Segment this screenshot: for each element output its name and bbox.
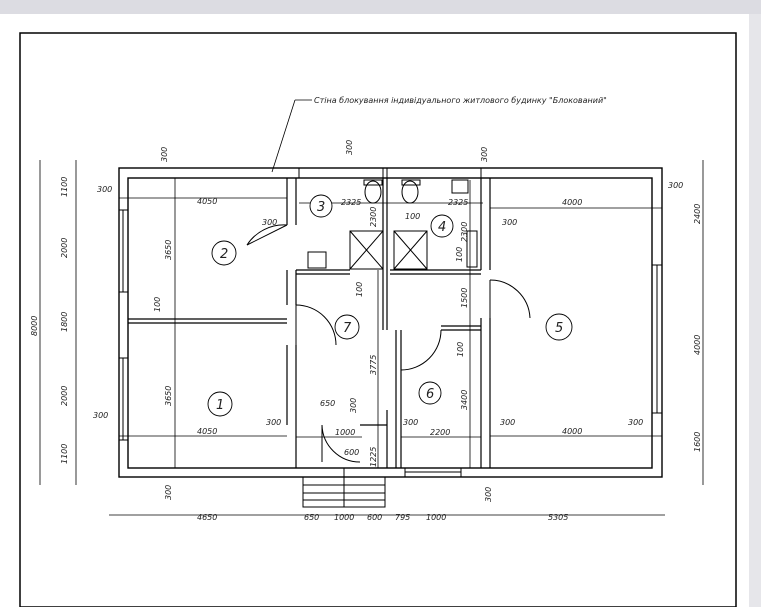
dim-bottom-300-b: 300	[484, 487, 493, 502]
dim-side-300-f: 300	[266, 418, 281, 427]
dim-3400: 3400	[460, 390, 469, 410]
room-2-marker	[211, 240, 237, 266]
dim-side-300-g: 300	[403, 418, 418, 427]
dim-2300-b: 2300	[460, 222, 469, 242]
dim-bottom-600: 600	[367, 513, 382, 522]
dim-300-mid: 300	[349, 398, 358, 413]
windows	[118, 167, 663, 478]
room-number-5: 5	[555, 321, 563, 336]
room-1-marker	[207, 391, 233, 417]
dim-4000-top: 4000	[562, 198, 582, 207]
dim-1225: 1225	[369, 447, 378, 467]
dim-left-8000: 8000	[30, 316, 39, 336]
dim-top-300-a: 300	[160, 147, 169, 162]
dim-3650-b: 3650	[164, 386, 173, 406]
dim-left-1100-top: 1100	[60, 177, 69, 197]
dim-100-wc: 100	[405, 212, 420, 221]
dim-side-300-b: 300	[262, 218, 277, 227]
dim-left-1800: 1800	[60, 312, 69, 332]
room-number-2: 2	[220, 247, 228, 262]
dim-bottom-650: 650	[304, 513, 319, 522]
sheet-border	[19, 32, 737, 607]
dim-2325-a: 2325	[341, 198, 361, 207]
dim-650-step: 650	[320, 399, 335, 408]
dim-2300-a: 2300	[369, 207, 378, 227]
dim-bottom-4650: 4650	[197, 513, 217, 522]
dim-side-300-e: 300	[93, 411, 108, 420]
dim-100-c: 100	[355, 282, 364, 297]
dim-right-2400: 2400	[693, 204, 702, 224]
dim-left-2000-b: 2000	[60, 386, 69, 406]
dim-bottom-300-a: 300	[164, 485, 173, 500]
dim-bottom-1000-a: 1000	[334, 513, 354, 522]
dim-1000-door: 1000	[335, 428, 355, 437]
dim-600-step: 600	[344, 448, 359, 457]
bathroom-fixtures	[307, 179, 478, 270]
dim-top-300-b: 300	[345, 140, 354, 155]
room-3-marker	[309, 194, 333, 218]
dim-left-1100-bottom: 1100	[60, 444, 69, 464]
dim-2200: 2200	[430, 428, 450, 437]
room-number-4: 4	[438, 220, 446, 235]
room-markers	[207, 194, 573, 417]
room-4-marker	[430, 214, 454, 238]
room-number-6: 6	[426, 387, 434, 402]
dim-side-300-a: 300	[97, 185, 112, 194]
dim-3775: 3775	[369, 355, 378, 375]
dim-4000-bottom: 4000	[562, 427, 582, 436]
dim-side-300-c: 300	[502, 218, 517, 227]
dim-right-4000: 4000	[693, 335, 702, 355]
window-top-bar	[0, 0, 761, 14]
dim-side-300-h: 300	[500, 418, 515, 427]
dim-3650-a: 3650	[164, 240, 173, 260]
room-7-marker	[334, 314, 360, 340]
room-5-marker	[545, 313, 573, 341]
dim-4050-bottom: 4050	[197, 427, 217, 436]
dim-100-d: 100	[456, 342, 465, 357]
dim-100: 100	[153, 297, 162, 312]
dim-4050-top: 4050	[197, 197, 217, 206]
room-number-1: 1	[216, 398, 224, 413]
wall-note: Стіна блокування індивідуального житлово…	[314, 96, 607, 105]
dim-2325-b: 2325	[448, 198, 468, 207]
dim-1500: 1500	[460, 288, 469, 308]
dim-bottom-1000-b: 1000	[426, 513, 446, 522]
dim-top-300-c: 300	[480, 147, 489, 162]
dim-side-300-i: 300	[628, 418, 643, 427]
drawing-sheet	[0, 14, 749, 607]
room-6-marker	[418, 381, 442, 405]
room-number-7: 7	[343, 321, 352, 336]
room-number-3: 3	[317, 200, 325, 215]
dim-right-1600: 1600	[693, 432, 702, 452]
dim-100-b: 100	[455, 247, 464, 262]
doors	[246, 224, 531, 463]
entrance-steps	[302, 468, 386, 508]
dim-side-300-d: 300	[668, 181, 683, 190]
dim-bottom-5305: 5305	[548, 513, 568, 522]
dim-left-2000-a: 2000	[60, 238, 69, 258]
dim-bottom-795: 795	[395, 513, 410, 522]
